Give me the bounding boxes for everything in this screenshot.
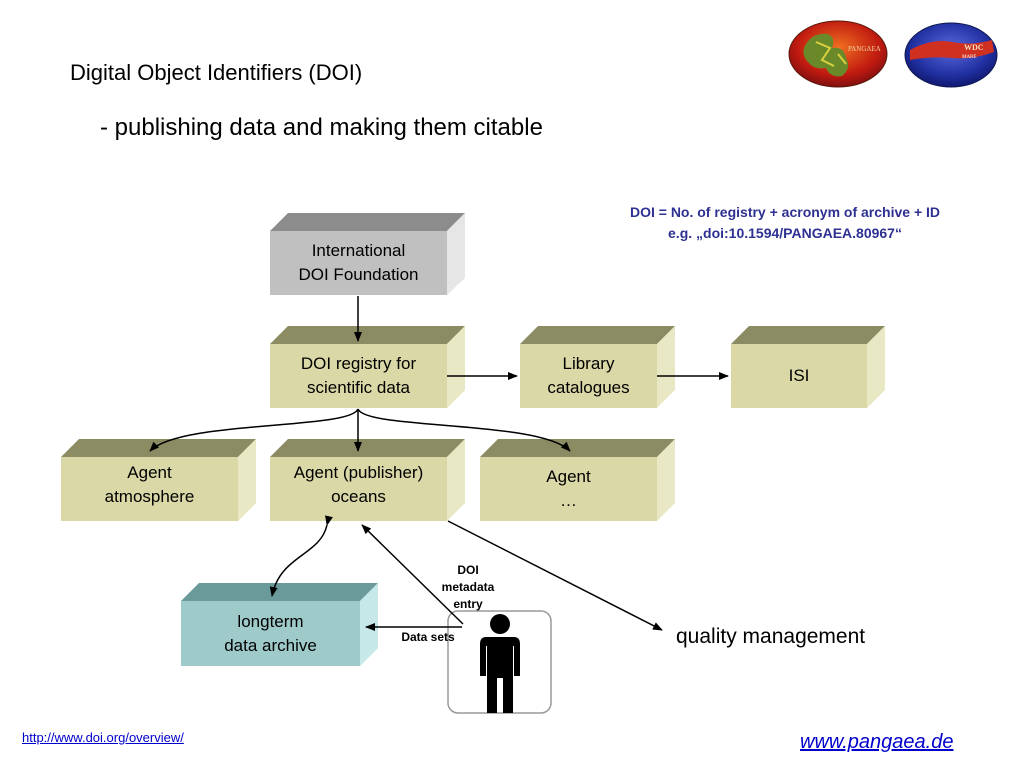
wdc-mare-logo: WDC MARE (904, 22, 998, 88)
pangaea-logo: PANGAEA (788, 20, 888, 88)
data-sets-label: Data sets (401, 630, 455, 644)
box-label-data-archive: longterm data archive (224, 611, 317, 655)
box-agent-other (480, 439, 675, 521)
pangaea-logo-text: PANGAEA (848, 45, 881, 53)
box-library-catalogues (520, 326, 675, 408)
box-label-library-catalogues: Library catalogues (547, 354, 630, 397)
box-label-doi-foundation: International DOI Foundation (298, 241, 419, 284)
doi-formula-line1: DOI = No. of registry + acronym of archi… (629, 204, 941, 220)
doi-formula: DOI = No. of registry + acronym of archi… (560, 202, 1010, 244)
box-label-doi-registry: DOI registry for scientific data (300, 354, 417, 397)
doi-metadata-label: DOI metadata entry (441, 563, 495, 611)
slide-subtitle: - publishing data and making them citabl… (100, 114, 543, 141)
doi-formula-line2: e.g. „doi:10.1594/PANGAEA.80967“ (668, 225, 902, 241)
person-icon (480, 614, 520, 713)
box-label-agent-atmosphere: Agent atmosphere (104, 463, 195, 506)
box-label-agent-oceans: Agent (publisher) oceans (293, 463, 424, 506)
doi-overview-link[interactable]: http://www.doi.org/overview/ (22, 730, 184, 745)
arrow-registry-atmosphere (149, 408, 359, 452)
box-label-isi: ISI (788, 366, 810, 385)
arrow-oceans-archive (269, 515, 333, 597)
connectors (149, 296, 729, 631)
box-label-agent-other: Agent … (546, 467, 591, 510)
quality-management-label: quality management (676, 625, 866, 648)
wdc-logo-subtext: MARE (962, 55, 976, 60)
arrow-oceans-quality (447, 520, 663, 631)
arrow-person-oceans (361, 524, 464, 625)
box-agent-oceans (270, 439, 465, 521)
box-agent-atmosphere (61, 439, 256, 521)
box-isi (731, 326, 885, 408)
box-doi-registry (270, 326, 465, 408)
slide-title: Digital Object Identifiers (DOI) (70, 60, 363, 85)
pangaea-link[interactable]: www.pangaea.de (800, 731, 954, 753)
wdc-logo-text: WDC (964, 43, 984, 52)
arrow-registry-agent-other (357, 408, 571, 452)
box-doi-foundation (270, 213, 465, 295)
